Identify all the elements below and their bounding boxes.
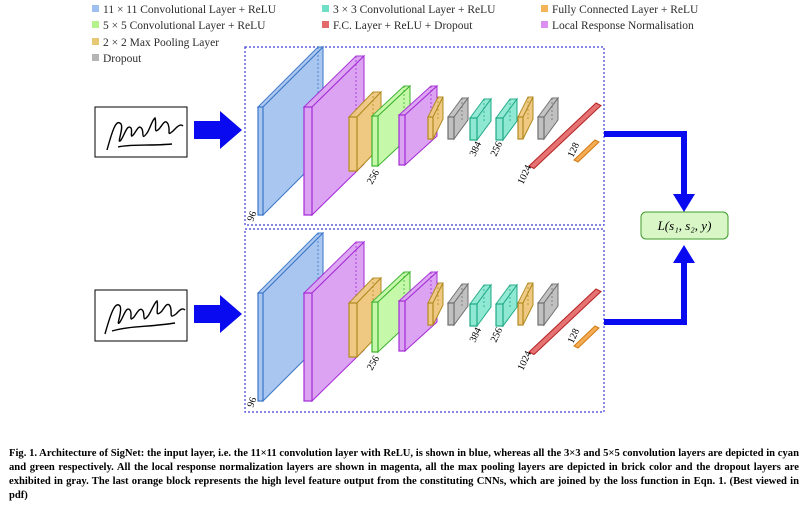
conv3-layer xyxy=(469,283,492,328)
legend-label: 3 × 3 Convolutional Layer + ReLU xyxy=(333,4,496,16)
arrow-head-down-icon xyxy=(673,194,695,212)
legend: 11 × 11 Convolutional Layer + ReLU 3 × 3 … xyxy=(92,4,699,65)
block-arrow-icon xyxy=(194,295,242,333)
legend-swatch xyxy=(92,21,99,28)
dropout-layer xyxy=(537,282,559,327)
fc-dropout-layer xyxy=(528,102,602,170)
dimension-label: 256 xyxy=(365,168,382,186)
signature-image-icon xyxy=(94,289,188,342)
dimension-label: 1024 xyxy=(516,349,534,372)
legend-label: 2 × 2 Max Pooling Layer xyxy=(103,37,219,49)
conv11-layer xyxy=(256,231,325,403)
lrn-layer xyxy=(397,84,439,167)
legend-swatch xyxy=(541,5,548,12)
dimension-label: 96 xyxy=(245,396,259,409)
loss-function-box xyxy=(640,211,729,240)
dropout-layer xyxy=(447,282,469,327)
lrn-layer xyxy=(302,240,366,403)
conv3-layer xyxy=(495,97,518,142)
legend-entry: F.C. Layer + ReLU + Dropout xyxy=(322,20,473,32)
legend-label: F.C. Layer + ReLU + Dropout xyxy=(333,20,473,32)
legend-entry: Fully Connected Layer + ReLU xyxy=(541,4,699,16)
fc-output-layer xyxy=(573,325,600,349)
dropout-layer xyxy=(447,96,469,141)
dimension-label: 384 xyxy=(468,326,484,344)
signature-image-icon xyxy=(94,106,188,158)
dimension-label: 96 xyxy=(245,210,259,223)
legend-swatch xyxy=(92,5,99,12)
loss-function-label: L(s₁, s₂, y) xyxy=(657,218,712,233)
dimension-label: 256 xyxy=(365,354,382,372)
conv3-layer xyxy=(469,97,492,142)
branch-box-bottom xyxy=(244,228,605,413)
lrn-layer xyxy=(302,54,366,217)
legend-label: Fully Connected Layer + ReLU xyxy=(552,4,699,16)
block-arrow-icon xyxy=(194,111,242,149)
legend-entry: Local Response Normalisation xyxy=(541,20,694,32)
legend-entry: 2 × 2 Max Pooling Layer xyxy=(92,37,219,49)
legend-entry: 11 × 11 Convolutional Layer + ReLU xyxy=(92,4,277,16)
signet-architecture-diagram: 11 × 11 Convolutional Layer + ReLU 3 × 3 … xyxy=(92,4,729,413)
legend-swatch xyxy=(322,5,329,12)
connector-bottom xyxy=(604,262,687,325)
dimension-label: 384 xyxy=(468,140,484,158)
dimension-label: 256 xyxy=(489,140,505,158)
legend-label: Dropout xyxy=(103,53,142,65)
legend-swatch xyxy=(92,54,99,61)
fc-dropout-layer xyxy=(528,288,602,356)
maxpool-layer xyxy=(517,282,534,326)
figure-caption: Fig. 1. Architecture of SigNet: the inpu… xyxy=(9,448,799,501)
legend-entry: 3 × 3 Convolutional Layer + ReLU xyxy=(322,4,496,16)
dimension-label: 256 xyxy=(489,326,505,344)
dropout-layer xyxy=(537,96,559,141)
maxpool-layer xyxy=(427,96,444,140)
maxpool-layer xyxy=(517,96,534,140)
legend-swatch xyxy=(322,21,329,28)
conv3-layer xyxy=(495,283,518,328)
legend-label: 11 × 11 Convolutional Layer + ReLU xyxy=(103,4,277,16)
legend-swatch xyxy=(92,38,99,45)
arrow-head-up-icon xyxy=(673,245,695,263)
legend-entry: Dropout xyxy=(92,53,142,65)
legend-label: 5 × 5 Convolutional Layer + ReLU xyxy=(103,20,266,32)
lrn-layer xyxy=(397,270,439,353)
connector-top xyxy=(604,131,687,196)
fc-output-layer xyxy=(573,139,600,163)
legend-label: Local Response Normalisation xyxy=(552,20,694,32)
legend-entry: 5 × 5 Convolutional Layer + ReLU xyxy=(92,20,266,32)
dimension-label: 1024 xyxy=(516,163,534,186)
maxpool-layer xyxy=(427,282,444,326)
legend-swatch xyxy=(541,21,548,28)
